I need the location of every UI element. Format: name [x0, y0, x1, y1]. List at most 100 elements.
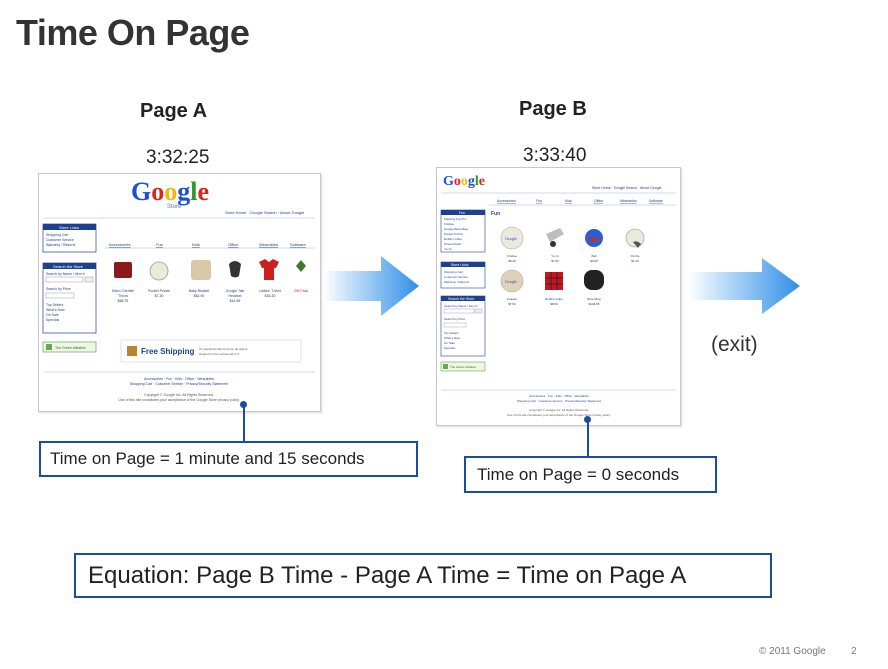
svg-text:shipped in the continental U.S: shipped in the continental U.S. — [199, 352, 240, 356]
svg-text:Accessories · Fun · Kids · Off: Accessories · Fun · Kids · Office · Wear… — [529, 394, 589, 398]
page-b-screenshot: Google Store Home · Google Search · Abou… — [436, 167, 681, 426]
svg-text:$65.75: $65.75 — [118, 299, 129, 303]
page-a-screenshot-art: Google Store Store Home · Google Search … — [42, 177, 315, 402]
page-a-connector-dot — [240, 401, 247, 408]
svg-text:Store: Store — [167, 204, 182, 210]
svg-text:Shopping Cart · Customer Servi: Shopping Cart · Customer Service · Priva… — [130, 382, 228, 386]
svg-text:Fun: Fun — [491, 211, 500, 217]
page-a-time: 3:32:25 — [146, 147, 210, 168]
svg-text:Top Sellers: Top Sellers — [46, 303, 64, 307]
svg-text:What's New: What's New — [46, 308, 65, 312]
page-b-time-on-page: Time on Page = 0 seconds — [477, 464, 680, 484]
svg-text:Wearables: Wearables — [259, 242, 278, 247]
slide-title: Time On Page — [16, 12, 250, 53]
svg-text:The Green Initiative: The Green Initiative — [55, 346, 86, 350]
page-b-connector-line — [587, 420, 589, 457]
svg-text:Customer Service: Customer Service — [46, 238, 74, 242]
svg-text:Shopping Cart: Shopping Cart — [46, 233, 68, 237]
svg-text:Store Home · Google Search · A: Store Home · Google Search · About Googl… — [225, 210, 305, 215]
svg-text:Search by Price: Search by Price — [444, 317, 466, 321]
svg-text:Specials: Specials — [444, 346, 456, 350]
page-a-label: Page A — [140, 100, 208, 122]
svg-text:Office: Office — [594, 199, 603, 203]
svg-text:Copyright © Google Inc. All Ri: Copyright © Google Inc. All Rights Reser… — [144, 393, 214, 397]
svg-text:Specials: Specials — [46, 318, 59, 322]
svg-text:Fun: Fun — [156, 242, 163, 247]
copyright: © 2011 Google — [759, 646, 826, 657]
svg-text:$3.50: $3.50 — [590, 259, 598, 263]
svg-text:Ball: Ball — [591, 254, 596, 258]
google-logo: Google — [131, 177, 209, 206]
svg-text:Bean Bag: Bean Bag — [587, 297, 601, 301]
svg-text:Search the Store: Search the Store — [53, 264, 84, 269]
svg-text:Puzzle: Puzzle — [630, 254, 639, 258]
svg-text:Google: Google — [505, 236, 517, 241]
svg-text:Yo-Yo: Yo-Yo — [444, 247, 452, 251]
svg-text:Google Talk: Google Talk — [226, 289, 245, 293]
equation-box: Equation: Page B Time - Page A Time = Ti… — [74, 553, 772, 598]
svg-text:Software: Software — [290, 242, 307, 247]
svg-text:Customer Service: Customer Service — [444, 275, 468, 279]
svg-text:On Sale: On Sale — [46, 313, 59, 317]
svg-text:Fun: Fun — [536, 199, 542, 203]
svg-text:Accessories: Accessories — [109, 242, 131, 247]
svg-text:On standard ship items for all: On standard ship items for all orders — [199, 347, 248, 351]
svg-text:Wearables: Wearables — [620, 199, 637, 203]
svg-text:$52.90: $52.90 — [194, 294, 205, 298]
svg-text:Pocket Puzzle: Pocket Puzzle — [444, 232, 463, 236]
svg-text:Flashing Fun Pin: Flashing Fun Pin — [444, 217, 467, 221]
svg-text:Pocket Puzzle: Pocket Puzzle — [148, 289, 170, 293]
arrow-b-to-exit — [688, 258, 800, 314]
svg-text:Office: Office — [228, 242, 239, 247]
svg-text:Micro Chenille: Micro Chenille — [112, 289, 134, 293]
svg-text:$104.95: $104.95 — [589, 302, 600, 306]
svg-text:$7.50: $7.50 — [508, 302, 516, 306]
equation-text: Equation: Page B Time - Page A Time = Ti… — [88, 561, 687, 589]
svg-text:Warranty / Returns: Warranty / Returns — [46, 243, 75, 247]
page-b-connector-dot — [584, 416, 591, 423]
svg-text:Rubik's Cube: Rubik's Cube — [444, 237, 462, 241]
svg-text:Search by Name / Item #: Search by Name / Item # — [46, 272, 85, 276]
svg-text:Fun: Fun — [459, 211, 465, 215]
svg-text:The Green Initiative: The Green Initiative — [450, 365, 477, 369]
svg-text:Accessories · Fun · Kids · Off: Accessories · Fun · Kids · Office · Wear… — [144, 377, 214, 381]
svg-text:$8.50: $8.50 — [550, 302, 558, 306]
svg-text:Store Links: Store Links — [59, 225, 79, 230]
svg-text:Accessories: Accessories — [497, 199, 516, 203]
svg-text:Throw: Throw — [118, 294, 128, 298]
svg-text:Top Sellers: Top Sellers — [444, 331, 459, 335]
svg-text:Warranty / Returns: Warranty / Returns — [444, 280, 470, 284]
svg-text:Store Links: Store Links — [451, 263, 469, 267]
svg-text:Store Home · Google Search · A: Store Home · Google Search · About Googl… — [592, 186, 662, 190]
svg-text:Kids: Kids — [565, 199, 572, 203]
svg-text:Shopping Cart: Shopping Cart — [444, 270, 463, 274]
svg-text:On Sale: On Sale — [444, 341, 455, 345]
page-a-screenshot: Google Store Store Home · Google Search … — [38, 173, 321, 412]
svg-text:Baby Blanket: Baby Blanket — [189, 289, 210, 293]
page-a-time-on-page-box: Time on Page = 1 minute and 15 seconds — [39, 441, 418, 477]
svg-text:$6.45: $6.45 — [508, 259, 516, 263]
exit-label: (exit) — [711, 333, 758, 356]
svg-text:Google: Google — [505, 279, 517, 284]
svg-text:$14.99: $14.99 — [230, 299, 241, 303]
google-logo: Google — [443, 174, 485, 189]
page-b-time-on-page-box: Time on Page = 0 seconds — [464, 456, 717, 493]
svg-text:Frisbee: Frisbee — [507, 254, 517, 258]
svg-text:Search by Price: Search by Price — [46, 287, 71, 291]
svg-text:Kids: Kids — [192, 242, 200, 247]
svg-text:Stress Relief: Stress Relief — [444, 242, 461, 246]
svg-text:Ladies' T-shirt: Ladies' T-shirt — [259, 289, 281, 293]
svg-text:Search the Store: Search the Store — [448, 297, 474, 301]
svg-text:$7.20: $7.20 — [631, 259, 639, 263]
svg-text:Frisbee: Frisbee — [444, 222, 454, 226]
svg-text:Google Bean Bag: Google Bean Bag — [444, 227, 468, 231]
svg-text:Copyright © Google Inc. All Ri: Copyright © Google Inc. All Rights Reser… — [529, 408, 589, 412]
page-a-connector-line — [243, 405, 245, 442]
page-b-label: Page B — [519, 98, 587, 120]
page-b-time: 3:33:40 — [523, 145, 587, 166]
svg-text:Gift Pack: Gift Pack — [294, 289, 308, 293]
svg-text:Headset: Headset — [228, 294, 241, 298]
slide-number: 2 — [851, 646, 857, 657]
page-b-screenshot-art: Google Store Home · Google Search · Abou… — [440, 174, 676, 417]
svg-text:Software: Software — [649, 199, 663, 203]
